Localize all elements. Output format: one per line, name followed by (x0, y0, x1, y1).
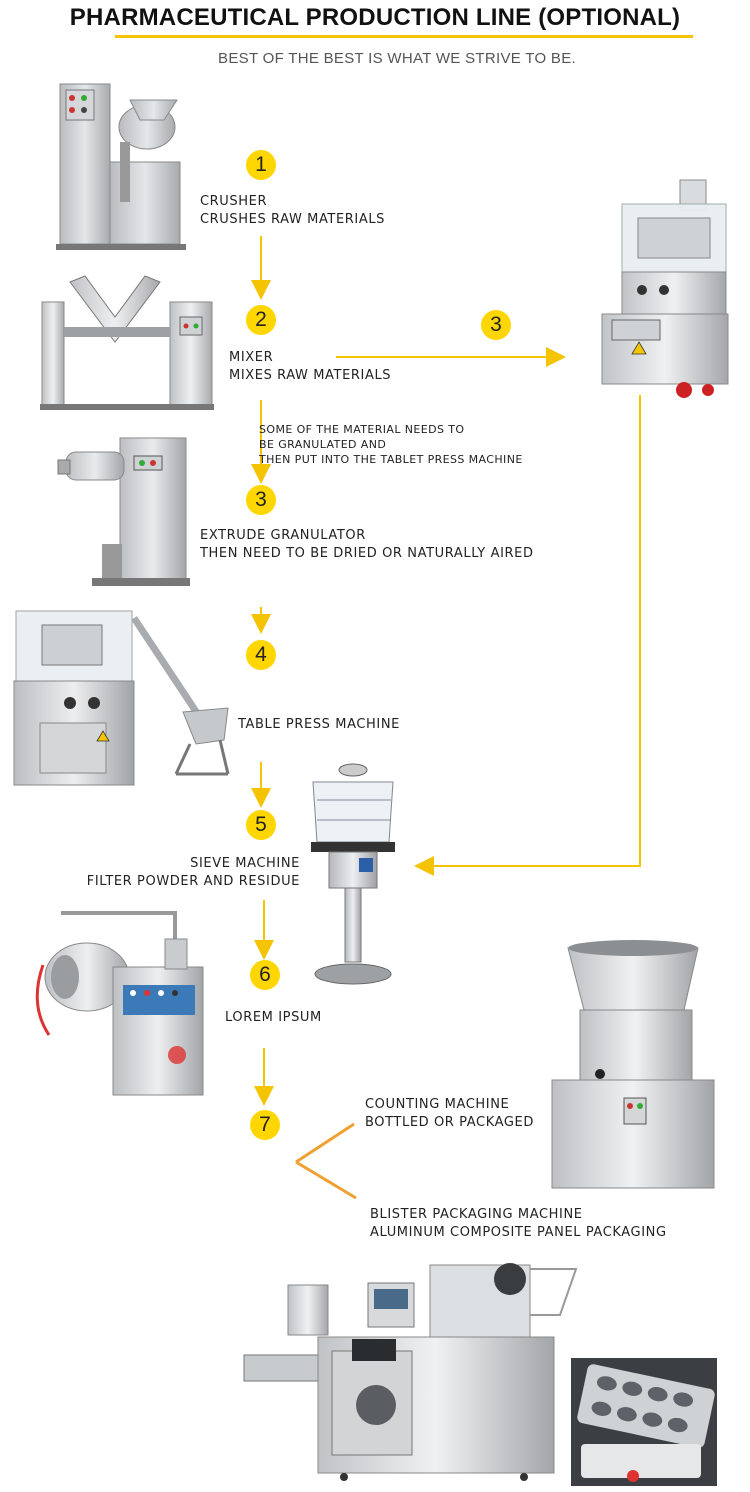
step-circle-6: 6 (250, 960, 280, 990)
step-3-label: EXTRUDE GRANULATOR THEN NEED TO BE DRIED… (200, 527, 534, 563)
step-circle-5: 5 (246, 810, 276, 840)
step-6-title: LOREM IPSUM (225, 1010, 322, 1025)
arrow-press-to-sieve (414, 395, 641, 876)
page-subtitle: BEST OF THE BEST IS WHAT WE STRIVE TO BE… (218, 50, 576, 67)
step-1-label: CRUSHER CRUSHES RAW MATERIALS (200, 193, 385, 229)
step-2-desc: MIXES RAW MATERIALS (229, 368, 392, 383)
step-5-title: SIEVE MACHINE (190, 856, 300, 871)
step-circle-7: 7 (250, 1110, 280, 1140)
blister-title: BLISTER PACKAGING MACHINE (370, 1207, 583, 1222)
step-circle-3-press: 3 (481, 310, 511, 340)
step-4-label: TABLE PRESS MACHINE (238, 716, 400, 734)
counting-title: COUNTING MACHINE (365, 1097, 510, 1112)
title-underline (115, 35, 693, 38)
screw-feeder-image (131, 616, 230, 776)
step-circle-2: 2 (246, 305, 276, 335)
blister-machine-image (243, 1263, 578, 1481)
rotary-press-image (601, 179, 729, 398)
counting-label: COUNTING MACHINE BOTTLED OR PACKAGED (365, 1096, 534, 1132)
note-line-2: BE GRANULATED AND (259, 438, 387, 451)
step-3-title: EXTRUDE GRANULATOR (200, 528, 366, 543)
note-line-3: THEN PUT INTO THE TABLET PRESS MACHINE (259, 453, 523, 466)
step-2-title: MIXER (229, 350, 274, 365)
granulator-machine-image (57, 437, 190, 586)
page-title: PHARMACEUTICAL PRODUCTION LINE (OPTIONAL… (69, 4, 681, 31)
step-2-label: MIXER MIXES RAW MATERIALS (229, 349, 391, 385)
step-circle-4: 4 (246, 640, 276, 670)
step-5-label: SIEVE MACHINE FILTER POWDER AND RESIDUE (64, 855, 300, 891)
blister-desc: ALUMINUM COMPOSITE PANEL PACKAGING (370, 1225, 667, 1240)
step-circle-3: 3 (246, 485, 276, 515)
step-3-desc: THEN NEED TO BE DRIED OR NATURALLY AIRED (200, 546, 534, 561)
branch-line-counting (295, 1122, 355, 1164)
mixer-machine-image (40, 275, 214, 410)
step-1-desc: CRUSHES RAW MATERIALS (200, 212, 386, 227)
blister-label: BLISTER PACKAGING MACHINE ALUMINUM COMPO… (370, 1206, 667, 1242)
counting-desc: BOTTLED OR PACKAGED (365, 1115, 534, 1130)
crusher-machine-image (56, 83, 186, 250)
note-line-1: SOME OF THE MATERIAL NEEDS TO (259, 423, 465, 436)
coating-machine-image (35, 911, 204, 1096)
blister-pack-photo (571, 1358, 717, 1486)
counting-machine-image (551, 940, 715, 1189)
step-4-title: TABLE PRESS MACHINE (238, 717, 400, 732)
tablet-press-image (13, 610, 135, 786)
step-1-title: CRUSHER (200, 194, 268, 209)
granulation-note: SOME OF THE MATERIAL NEEDS TO BE GRANULA… (259, 422, 523, 467)
sieve-machine-image (311, 763, 395, 985)
branch-line-blister (295, 1160, 357, 1200)
step-5-desc: FILTER POWDER AND RESIDUE (86, 874, 300, 889)
step-circle-1: 1 (246, 150, 276, 180)
step-6-label: LOREM IPSUM (225, 1009, 322, 1027)
